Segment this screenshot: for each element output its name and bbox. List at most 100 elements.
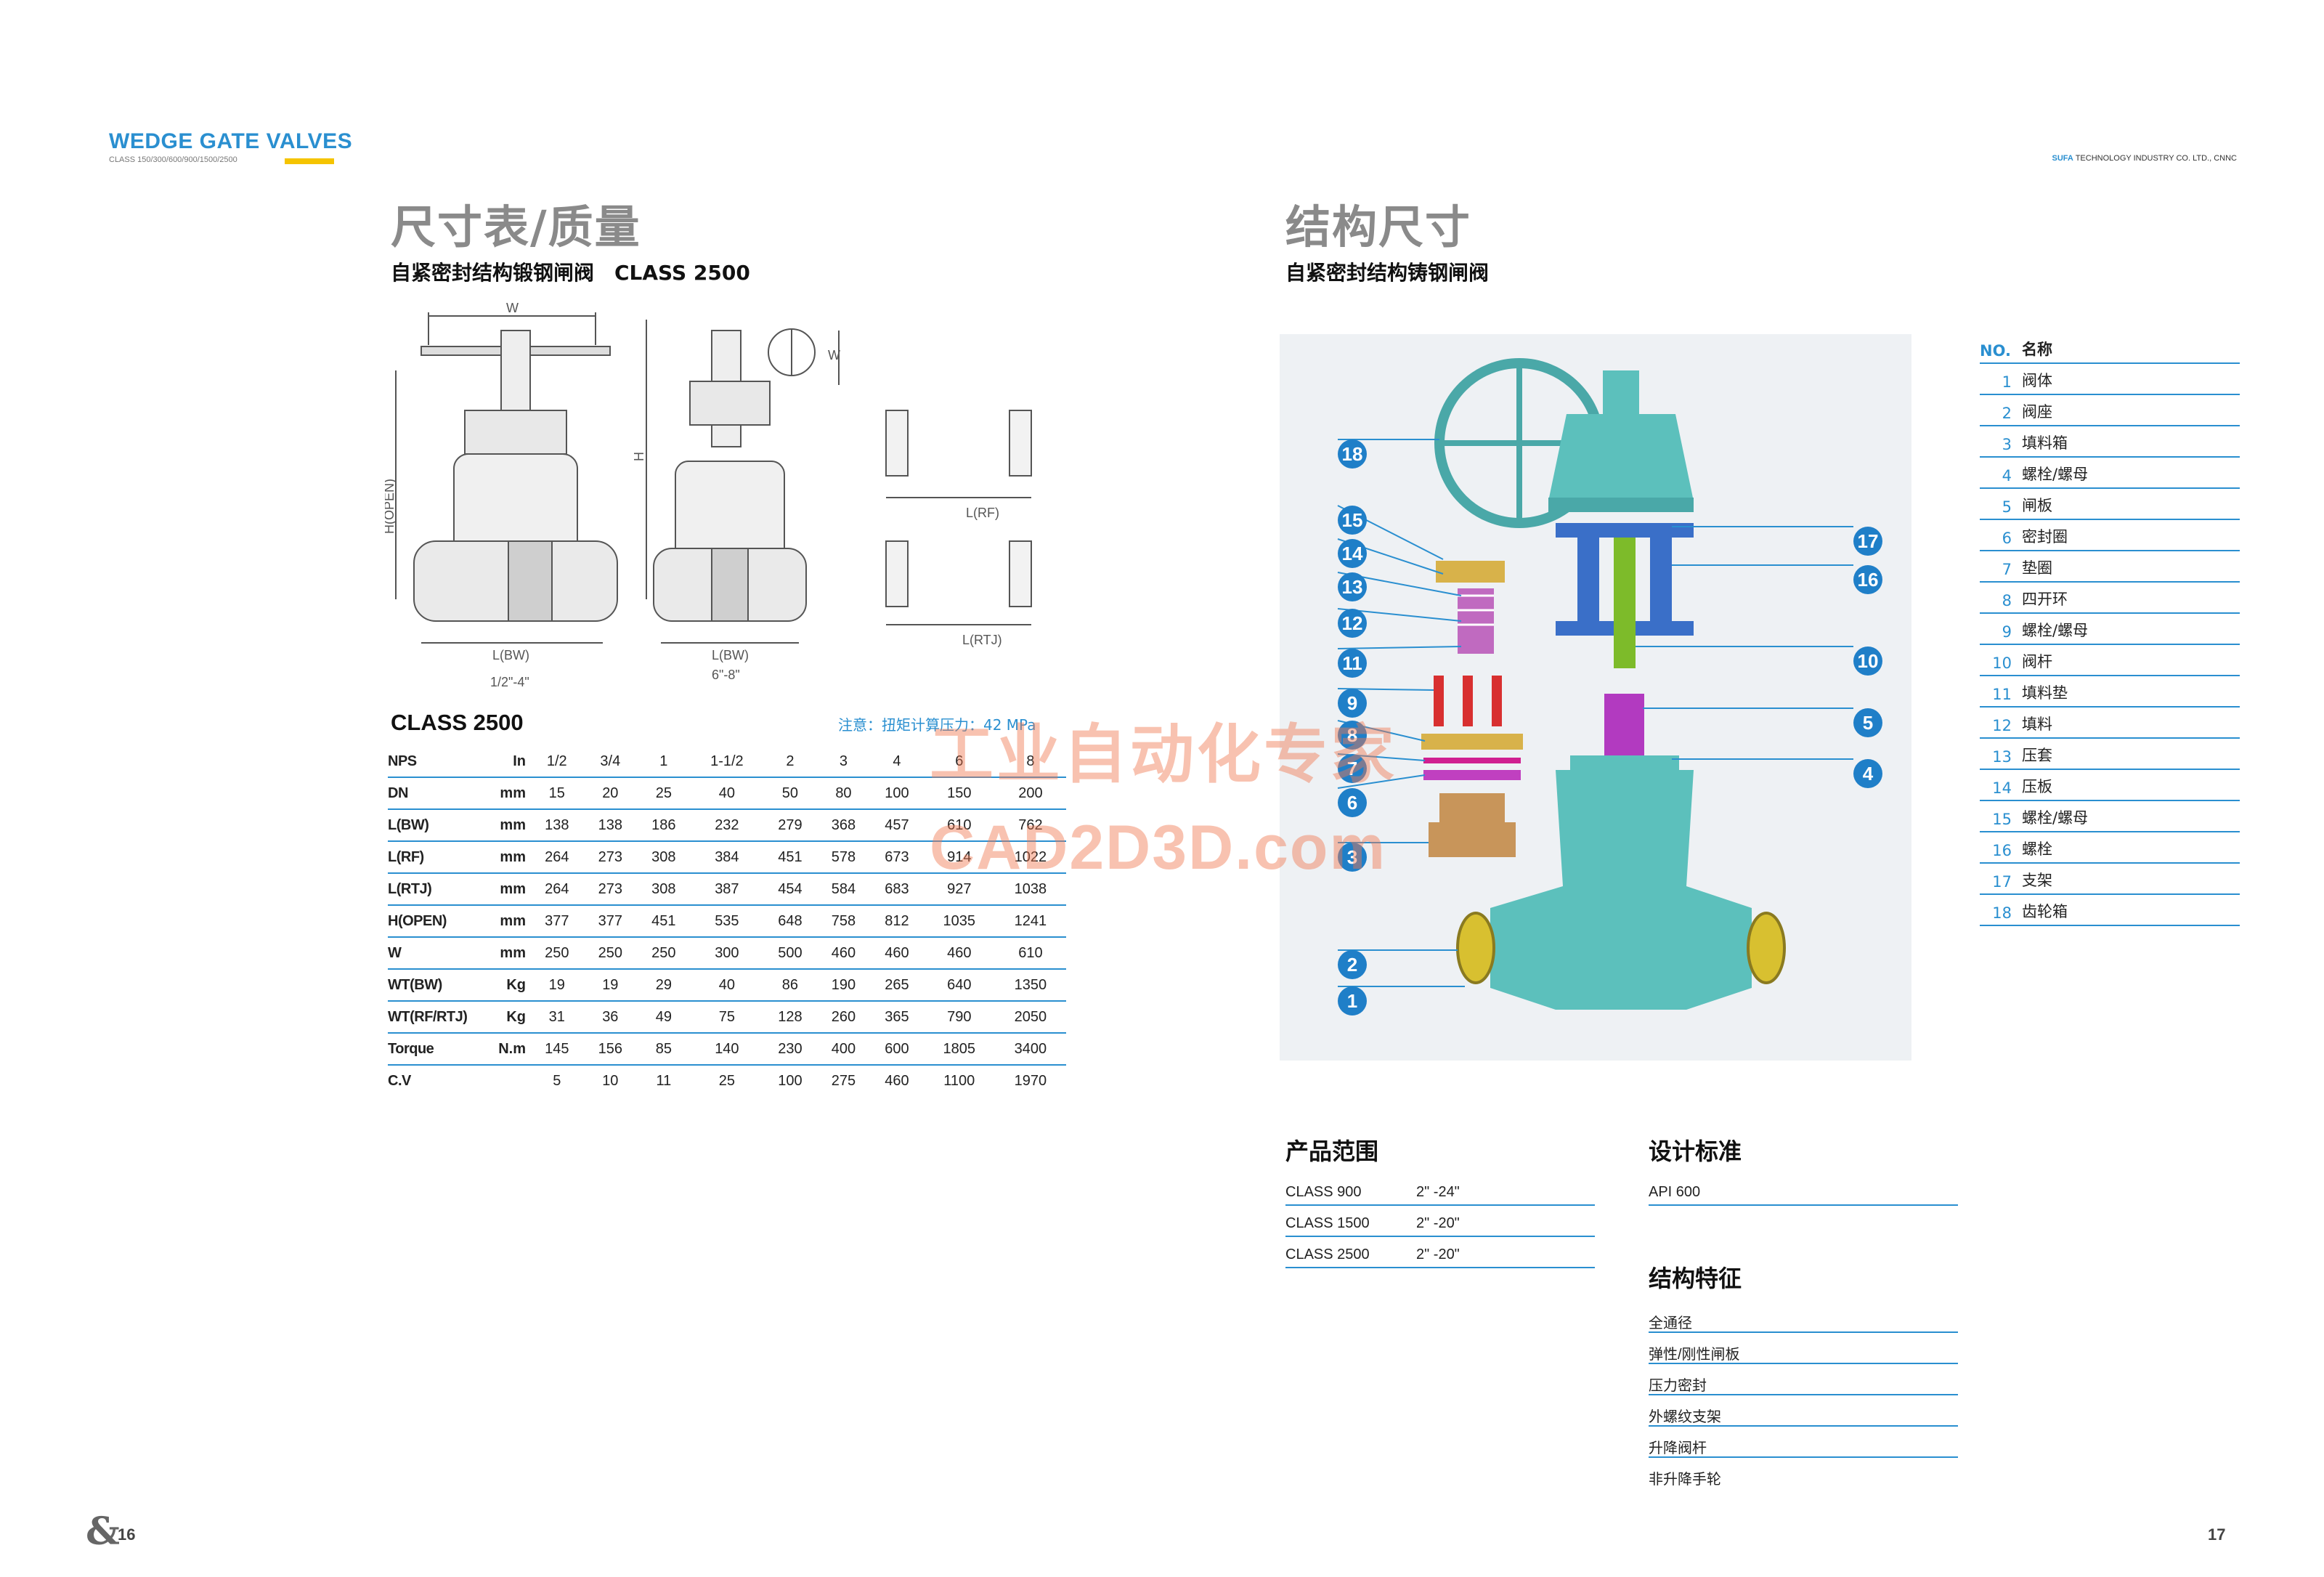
part-number: 10 [1992, 654, 2012, 672]
callout-12: 12 [1338, 609, 1367, 638]
company-name: SUFA TECHNOLOGY INDUSTRY CO. LTD., CNNC [2052, 154, 2237, 163]
table-cell: 15 [530, 777, 584, 810]
table-cell: 812 [870, 905, 924, 938]
table-cell: 683 [870, 873, 924, 906]
table-cell: 1035 [923, 905, 995, 938]
table-cell: 451 [763, 841, 817, 874]
part-number: 1 [2002, 373, 2012, 391]
table-cell: 460 [870, 937, 924, 970]
table-cell: 1970 [1014, 1072, 1047, 1089]
part-name: 螺栓/螺母 [2022, 466, 2089, 483]
brand-title: WEDGE GATE VALVES [109, 129, 353, 153]
range-size: 2" -24" [1416, 1184, 1460, 1200]
table-cell: 451 [637, 905, 691, 938]
feature-item: 外螺纹支架 [1649, 1398, 1958, 1427]
callout-2: 2 [1338, 950, 1367, 979]
forged-valve-drawing: W H(OPEN) H W L(BW) 1/2"-4" L(BW) 6"-8" … [385, 301, 1032, 689]
part-name: 阀座 [2022, 403, 2052, 421]
callout-7: 7 [1338, 754, 1367, 783]
table-cell: 762 [994, 809, 1066, 842]
callout-9: 9 [1338, 689, 1367, 718]
callout-11: 11 [1338, 649, 1367, 678]
row-unit: Kg [482, 1001, 530, 1034]
part-name: 密封圈 [2022, 528, 2068, 546]
table-cell: 1/2 [530, 746, 584, 778]
part-name: 压套 [2022, 747, 2052, 764]
table-cell: 80 [816, 777, 871, 810]
row-unit: mm [482, 873, 530, 906]
table-cell: 5 [553, 1072, 561, 1089]
part-name: 垫圈 [2022, 559, 2052, 577]
table-cell: 145 [530, 1033, 584, 1066]
table-cell: 1241 [994, 905, 1066, 938]
part-name: 填料 [2022, 715, 2052, 733]
row-unit: mm [482, 905, 530, 938]
part-number: 8 [2002, 592, 2012, 609]
table-cell: 1 [637, 746, 691, 778]
table-cell: 11 [656, 1072, 672, 1089]
table-cell: 190 [816, 969, 871, 1002]
feature-item: 全通径 [1649, 1304, 1958, 1333]
table-cell: 377 [530, 905, 584, 938]
table-cell: 150 [923, 777, 995, 810]
parts-list-item: 1 阀体 [1980, 364, 2240, 395]
left-section-title: 尺寸表/质量 [391, 200, 641, 254]
part-number: 17 [1992, 873, 2012, 891]
table-cell: 368 [816, 809, 871, 842]
table-cell: 100 [870, 777, 924, 810]
page-number-left: 16 [118, 1525, 136, 1544]
exploded-valve-illustration [1280, 334, 1911, 1061]
torque-note: 注意：扭矩计算压力：42 MPa [838, 716, 1036, 734]
table-cell: 1-1/2 [690, 746, 764, 778]
table-cell: 36 [583, 1001, 638, 1034]
feature-item: 升降阀杆 [1649, 1429, 1958, 1458]
table-cell: 454 [763, 873, 817, 906]
table-cell: 365 [870, 1001, 924, 1034]
part-name: 齿轮箱 [2022, 903, 2068, 920]
table-cell: 264 [530, 841, 584, 874]
table-cell: 265 [870, 969, 924, 1002]
table-cell: 758 [816, 905, 871, 938]
part-name: 阀杆 [2022, 653, 2052, 670]
part-number: 12 [1992, 717, 2012, 734]
row-label: DN [388, 777, 482, 810]
table-title: CLASS 2500 [391, 710, 524, 735]
callout-17: 17 [1853, 527, 1882, 556]
table-cell: 4 [870, 746, 924, 778]
table-cell: 2 [763, 746, 817, 778]
table-cell: 156 [583, 1033, 638, 1066]
left-section-subtitle: 自紧密封结构锻钢闸阀 CLASS 2500 [391, 261, 750, 285]
feature-item: 压力密封 [1649, 1366, 1958, 1395]
table-cell: 1100 [943, 1072, 975, 1089]
table-cell: 600 [870, 1033, 924, 1066]
part-name: 填料垫 [2022, 684, 2068, 702]
table-cell: 610 [923, 809, 995, 842]
table-cell: 387 [690, 873, 764, 906]
parts-header-no: NO. [1980, 342, 2011, 360]
table-cell: 31 [530, 1001, 584, 1034]
table-cell: 128 [763, 1001, 817, 1034]
row-label: L(RF) [388, 841, 482, 874]
part-number: 15 [1992, 811, 2012, 828]
table-cell: 40 [690, 777, 764, 810]
table-cell: 308 [637, 873, 691, 906]
table-cell: 275 [831, 1072, 856, 1089]
part-name: 阀体 [2022, 372, 2052, 389]
callout-3: 3 [1338, 843, 1367, 872]
feature-item: 非升降手轮 [1649, 1472, 1721, 1488]
callout-16: 16 [1853, 565, 1882, 594]
label-w-2: W [828, 348, 840, 362]
parts-list-item: 10 阀杆 [1980, 645, 2240, 676]
part-number: 7 [2002, 561, 2012, 578]
parts-list-item: 7 垫圈 [1980, 551, 2240, 583]
